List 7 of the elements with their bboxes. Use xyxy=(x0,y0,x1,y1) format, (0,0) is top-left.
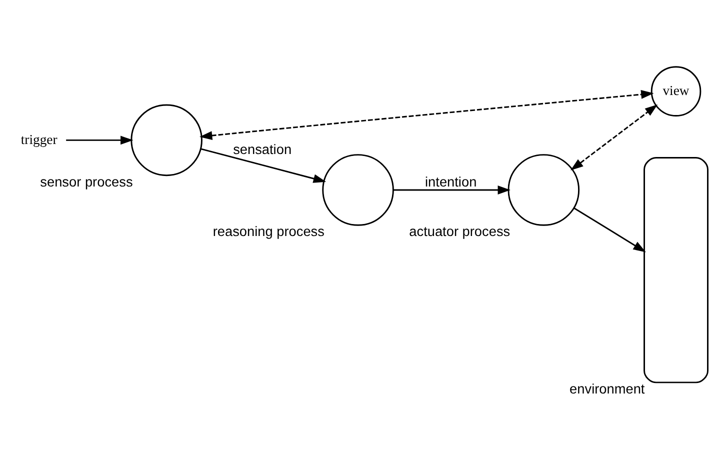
edge-label: sensation xyxy=(233,142,292,158)
edge-label: intention xyxy=(425,174,477,190)
node-label: sensor process xyxy=(40,174,133,190)
node-text: trigger xyxy=(20,132,58,147)
node-label: reasoning process xyxy=(212,224,324,240)
node-label: actuator process xyxy=(409,224,510,240)
node-label: environment xyxy=(570,381,645,396)
